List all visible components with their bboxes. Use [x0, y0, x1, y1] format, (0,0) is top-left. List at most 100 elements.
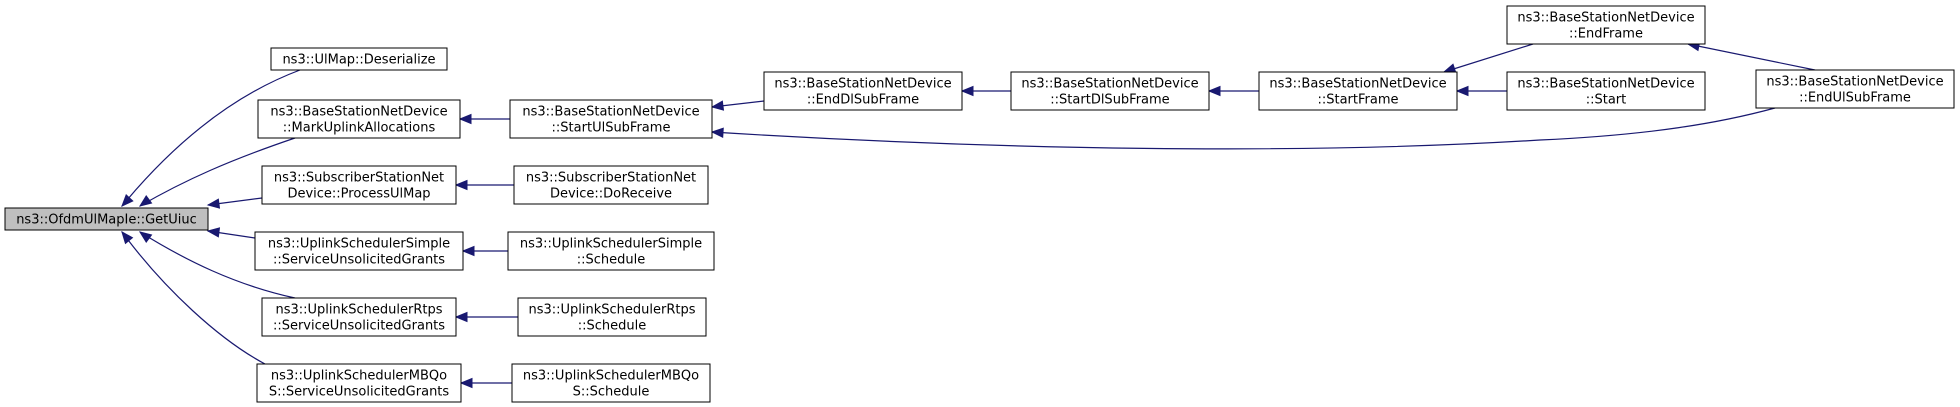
node-box — [1010, 71, 1210, 111]
node-label: ::StartDlSubFrame — [1050, 93, 1169, 108]
node-label: ns3::UplinkSchedulerSimple — [268, 237, 450, 252]
edge-process-ulmap-to-get-uiuc — [206, 197, 263, 209]
arrowhead — [454, 179, 468, 191]
node-box — [257, 99, 461, 139]
node-end-dl-subframe[interactable]: ns3::BaseStationNetDevice::EndDlSubFrame — [763, 71, 963, 111]
edge-line — [139, 231, 296, 299]
node-label: ns3::OfdmUlMapIe::GetUiuc — [16, 213, 197, 228]
edge-rtps-grants-to-get-uiuc — [138, 231, 296, 299]
edge-simple-schedule-to-simple-grants — [461, 245, 508, 257]
node-label: ns3::SubscriberStationNet — [274, 171, 444, 186]
node-start-dl-subframe[interactable]: ns3::BaseStationNetDevice::StartDlSubFra… — [1010, 71, 1210, 111]
node-label: ::ServiceUnsolicitedGrants — [273, 253, 445, 268]
node-end-frame[interactable]: ns3::BaseStationNetDevice::EndFrame — [1506, 5, 1706, 45]
edge-layer — [121, 40, 1816, 389]
node-box — [256, 363, 462, 403]
node-label: ns3::UplinkSchedulerRtps — [275, 303, 442, 318]
edge-end-frame-to-start-frame — [1442, 43, 1534, 74]
arrowhead — [1455, 85, 1469, 97]
node-start-frame[interactable]: ns3::BaseStationNetDevice::StartFrame — [1258, 71, 1458, 111]
node-start[interactable]: ns3::BaseStationNetDevice::Start — [1506, 71, 1706, 111]
node-box — [261, 165, 457, 205]
node-process-ulmap[interactable]: ns3::SubscriberStationNetDevice::Process… — [261, 165, 457, 205]
node-label: ns3::UplinkSchedulerMBQo — [523, 369, 699, 384]
node-label: ns3::BaseStationNetDevice — [1269, 77, 1446, 92]
arrowhead — [459, 377, 473, 389]
arrowhead — [138, 231, 153, 244]
arrowhead — [206, 227, 221, 238]
node-box — [4, 207, 209, 231]
node-layer: ns3::OfdmUlMapIe::GetUiuc ns3::UlMap::Des… — [4, 5, 1955, 403]
node-label: S::ServiceUnsolicitedGrants — [269, 385, 450, 400]
node-label: ::EndFrame — [1569, 27, 1643, 42]
node-label: ::Schedule — [578, 319, 647, 334]
arrowhead — [138, 194, 153, 207]
node-label: ::EndUlSubFrame — [1799, 91, 1911, 106]
edge-rtps-schedule-to-rtps-grants — [454, 311, 518, 323]
node-label: ns3::BaseStationNetDevice — [270, 105, 447, 120]
arrowhead — [121, 194, 134, 207]
node-label: ns3::UlMap::Deserialize — [282, 53, 435, 68]
arrowhead — [1207, 85, 1221, 97]
node-box — [1755, 69, 1955, 109]
node-label: ns3::UplinkSchedulerRtps — [528, 303, 695, 318]
node-simple-grants[interactable]: ns3::UplinkSchedulerSimple::ServiceUnsol… — [254, 231, 464, 271]
edge-simple-grants-to-get-uiuc — [206, 227, 256, 239]
edge-line — [1687, 43, 1816, 71]
node-label: ::Schedule — [577, 253, 646, 268]
node-rtps-grants[interactable]: ns3::UplinkSchedulerRtps::ServiceUnsolic… — [261, 297, 457, 337]
edge-line — [121, 69, 301, 207]
node-box — [270, 47, 448, 71]
arrowhead — [454, 311, 468, 323]
node-label: ns3::SubscriberStationNet — [526, 171, 696, 186]
node-label: ::ServiceUnsolicitedGrants — [273, 319, 445, 334]
node-label: S::Schedule — [573, 385, 650, 400]
node-end-ul-subframe[interactable]: ns3::BaseStationNetDevice::EndUlSubFrame — [1755, 69, 1955, 109]
edge-mbqos-schedule-to-mbqos-grants — [459, 377, 512, 389]
node-do-receive[interactable]: ns3::SubscriberStationNetDevice::DoRecei… — [513, 165, 709, 205]
node-ulmap-deserialize[interactable]: ns3::UlMap::Deserialize — [270, 47, 448, 71]
node-box — [1506, 71, 1706, 111]
node-box — [763, 71, 963, 111]
node-mbqos-grants[interactable]: ns3::UplinkSchedulerMBQoS::ServiceUnsoli… — [256, 363, 462, 403]
node-label: ns3::BaseStationNetDevice — [1517, 77, 1694, 92]
edge-mbqos-grants-to-get-uiuc — [121, 230, 266, 365]
node-box — [1258, 71, 1458, 111]
node-label: ns3::BaseStationNetDevice — [1021, 77, 1198, 92]
node-label: ns3::UplinkSchedulerSimple — [520, 237, 702, 252]
node-box — [517, 297, 707, 337]
node-rtps-schedule[interactable]: ns3::UplinkSchedulerRtps::Schedule — [517, 297, 707, 337]
node-box — [1506, 5, 1706, 45]
node-label: ::StartFrame — [1317, 93, 1398, 108]
arrowhead — [458, 113, 472, 125]
edge-start-ul-subframe-to-mark-uplink — [458, 113, 510, 125]
node-simple-schedule[interactable]: ns3::UplinkSchedulerSimple::Schedule — [507, 231, 715, 271]
node-box — [513, 165, 709, 205]
edge-line — [1443, 43, 1534, 73]
edge-end-ul-subframe-to-start-ul-subframe — [710, 107, 1776, 150]
node-start-ul-subframe[interactable]: ns3::BaseStationNetDevice::StartUlSubFra… — [509, 99, 713, 139]
edge-end-dl-subframe-to-start-ul-subframe — [710, 100, 765, 111]
edge-ulmap-deserialize-to-get-uiuc — [121, 69, 301, 207]
edge-start-to-start-frame — [1455, 85, 1507, 97]
node-mark-uplink[interactable]: ns3::BaseStationNetDevice::MarkUplinkAll… — [257, 99, 461, 139]
node-get-uiuc[interactable]: ns3::OfdmUlMapIe::GetUiuc — [4, 207, 209, 231]
node-label: ns3::UplinkSchedulerMBQo — [271, 369, 447, 384]
node-box — [509, 99, 713, 139]
edge-start-frame-to-start-dl-subframe — [1207, 85, 1259, 97]
edge-mark-uplink-to-get-uiuc — [138, 137, 296, 207]
arrowhead — [206, 198, 221, 209]
node-label: Device::DoReceive — [550, 187, 672, 202]
edge-line — [711, 107, 1776, 150]
node-label: ::MarkUplinkAllocations — [283, 121, 436, 136]
edge-line — [139, 137, 296, 207]
edge-start-dl-subframe-to-end-dl-subframe — [960, 85, 1011, 97]
node-label: Device::ProcessUlMap — [287, 187, 430, 202]
node-box — [254, 231, 464, 271]
edge-end-ul-subframe-to-end-frame — [1686, 40, 1816, 71]
node-box — [261, 297, 457, 337]
node-label: ::StartUlSubFrame — [552, 121, 671, 136]
node-label: ns3::BaseStationNetDevice — [522, 105, 699, 120]
